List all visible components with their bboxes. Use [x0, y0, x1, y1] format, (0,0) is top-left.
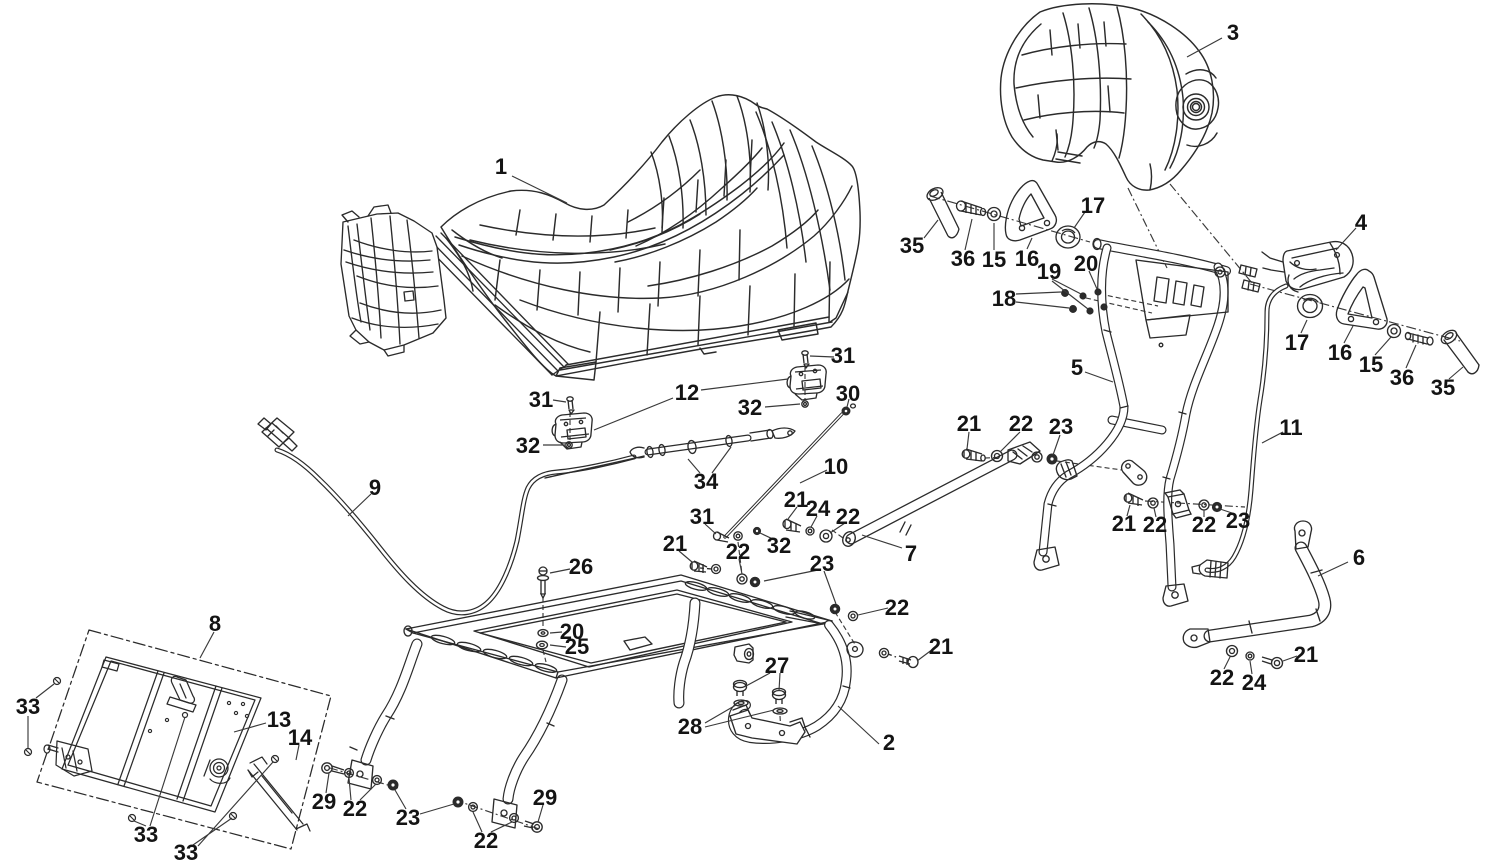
svg-text:4: 4	[1355, 210, 1368, 235]
svg-text:15: 15	[982, 247, 1006, 272]
svg-text:22: 22	[1143, 512, 1167, 537]
svg-text:21: 21	[663, 531, 687, 556]
svg-text:21: 21	[1112, 511, 1136, 536]
svg-text:31: 31	[831, 343, 855, 368]
svg-text:36: 36	[1390, 365, 1414, 390]
svg-text:23: 23	[810, 551, 834, 576]
svg-text:17: 17	[1081, 193, 1105, 218]
svg-text:5: 5	[1071, 355, 1083, 380]
svg-text:16: 16	[1328, 340, 1352, 365]
svg-text:21: 21	[784, 487, 808, 512]
svg-text:11: 11	[1279, 415, 1302, 440]
svg-text:32: 32	[738, 395, 762, 420]
svg-text:14: 14	[288, 725, 313, 750]
svg-text:29: 29	[312, 789, 336, 814]
svg-text:12: 12	[675, 380, 699, 405]
svg-text:32: 32	[767, 533, 791, 558]
svg-text:15: 15	[1359, 352, 1383, 377]
svg-text:31: 31	[690, 504, 714, 529]
svg-text:23: 23	[1226, 508, 1250, 533]
svg-text:22: 22	[1192, 512, 1216, 537]
svg-text:18: 18	[992, 286, 1016, 311]
svg-text:10: 10	[824, 454, 848, 479]
svg-text:28: 28	[678, 714, 702, 739]
svg-text:34: 34	[694, 469, 719, 494]
svg-text:33: 33	[134, 822, 158, 847]
svg-text:27: 27	[765, 653, 789, 678]
svg-text:33: 33	[16, 694, 40, 719]
svg-text:17: 17	[1285, 330, 1309, 355]
svg-text:3: 3	[1227, 20, 1239, 45]
svg-text:21: 21	[957, 411, 981, 436]
svg-text:16: 16	[1015, 246, 1039, 271]
svg-text:22: 22	[836, 504, 860, 529]
svg-text:22: 22	[1210, 665, 1234, 690]
svg-text:19: 19	[1037, 259, 1061, 284]
svg-text:7: 7	[905, 541, 917, 566]
svg-text:23: 23	[396, 805, 420, 830]
svg-text:24: 24	[806, 496, 831, 521]
svg-text:13: 13	[267, 707, 291, 732]
svg-text:22: 22	[343, 796, 367, 821]
svg-text:20: 20	[1074, 251, 1098, 276]
svg-text:6: 6	[1353, 545, 1365, 570]
svg-text:26: 26	[569, 554, 593, 579]
svg-text:9: 9	[369, 475, 381, 500]
svg-text:21: 21	[1294, 642, 1318, 667]
svg-text:35: 35	[1431, 375, 1455, 400]
svg-text:8: 8	[209, 611, 221, 636]
svg-text:29: 29	[533, 785, 557, 810]
svg-text:22: 22	[474, 828, 498, 853]
svg-text:21: 21	[929, 634, 953, 659]
svg-text:22: 22	[726, 539, 750, 564]
svg-text:2: 2	[883, 730, 895, 755]
svg-text:32: 32	[516, 433, 540, 458]
svg-text:33: 33	[174, 840, 198, 865]
svg-text:22: 22	[1009, 411, 1033, 436]
svg-text:35: 35	[900, 233, 924, 258]
svg-text:20: 20	[560, 619, 584, 644]
svg-text:24: 24	[1242, 670, 1267, 695]
svg-text:30: 30	[836, 381, 860, 406]
svg-text:22: 22	[885, 595, 909, 620]
svg-text:23: 23	[1049, 414, 1073, 439]
svg-text:36: 36	[951, 246, 975, 271]
svg-text:25: 25	[565, 634, 589, 659]
svg-text:31: 31	[529, 387, 553, 412]
svg-text:1: 1	[495, 154, 507, 179]
